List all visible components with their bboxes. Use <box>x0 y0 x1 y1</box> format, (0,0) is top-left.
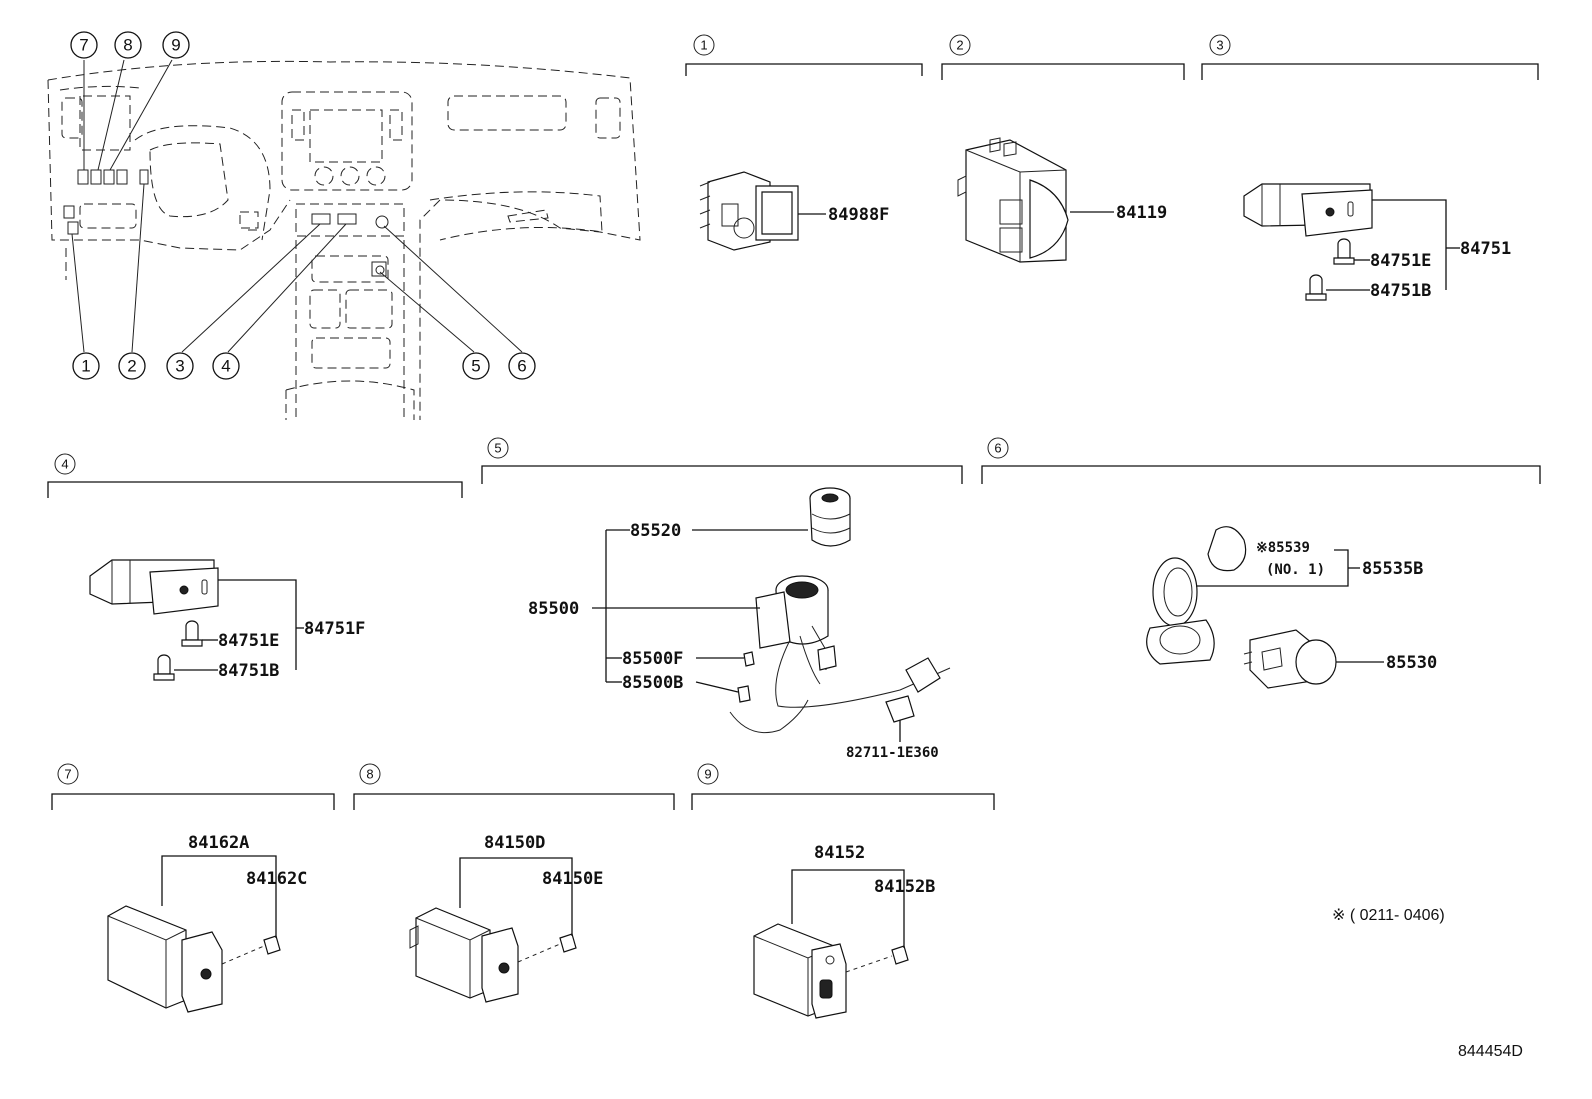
section-6: 6 ※85539 (NO. 1) 85535B 85530 <box>981 437 1541 689</box>
section-5-number: 5 <box>494 441 501 456</box>
svg-text:3: 3 <box>175 357 184 376</box>
part-84751f-label: 84751F <box>304 619 365 639</box>
section-3-bracket <box>1201 63 1539 80</box>
part-84152b-label: 84152B <box>874 877 935 897</box>
section-2-number: 2 <box>956 38 963 53</box>
dashboard-overview <box>47 59 641 420</box>
switch-84152-drawing <box>753 923 909 1019</box>
overview-callout-5: 5 <box>462 352 490 380</box>
part-85535b-label: 85535B <box>1362 559 1423 579</box>
part-84988f-label: 84988F <box>828 205 889 225</box>
section-7-bracket <box>51 793 335 810</box>
section-4-marker <box>54 453 76 475</box>
power-outlet-drawing <box>1146 526 1337 689</box>
svg-text:1: 1 <box>81 357 90 376</box>
svg-text:7: 7 <box>79 36 88 55</box>
overview-callout-9: 9 <box>162 31 190 59</box>
overview-callout-4: 4 <box>212 352 240 380</box>
section-3-number: 3 <box>1216 38 1223 53</box>
seat-heater-switch-4-drawing <box>89 559 219 681</box>
section-1-marker <box>693 34 715 56</box>
part-84150d-label: 84150D <box>484 833 545 853</box>
section-7-marker <box>57 763 79 785</box>
overview-callout-6: 6 <box>508 352 536 380</box>
seat-heater-switch-3-drawing <box>1243 183 1373 301</box>
part-85530-label: 85530 <box>1386 653 1437 673</box>
svg-text:4: 4 <box>221 357 230 376</box>
part-85539-label: ※85539 <box>1256 540 1310 556</box>
section-6-bracket <box>981 465 1541 484</box>
overview-callout-7: 7 <box>70 31 98 59</box>
section-8-bracket <box>353 793 675 810</box>
cigarette-lighter-drawing <box>729 487 951 734</box>
section-4-number: 4 <box>61 457 68 472</box>
overview-callout-3: 3 <box>166 352 194 380</box>
overview-callout-8: 8 <box>114 31 142 59</box>
section-7: 7 84162A 84162C <box>51 763 335 1013</box>
section-5: 5 85520 85500 85500F <box>481 437 963 761</box>
section-5-bracket <box>481 465 963 484</box>
section-9-marker <box>697 763 719 785</box>
section-6-number: 6 <box>994 441 1001 456</box>
svg-text:2: 2 <box>127 357 136 376</box>
overview-callout-1: 1 <box>72 352 100 380</box>
section-3-marker <box>1209 34 1231 56</box>
svg-text:9: 9 <box>171 36 180 55</box>
switch-84150d-drawing <box>409 907 577 1003</box>
section-2-bracket <box>941 63 1185 80</box>
section-8-marker <box>359 763 381 785</box>
section-1: 1 84988F <box>685 34 923 251</box>
section-3: 3 84751E 84751B 84751 <box>1201 34 1539 301</box>
section-5-marker <box>487 437 509 459</box>
section-4-bracket <box>47 481 463 498</box>
section-9-bracket <box>691 793 995 810</box>
section-1-bracket <box>685 63 923 76</box>
svg-text:5: 5 <box>471 357 480 376</box>
overview-callout-2: 2 <box>118 352 146 380</box>
section-2: 2 84119 <box>941 34 1185 263</box>
svg-text:6: 6 <box>517 357 526 376</box>
part-85500b-label: 85500B <box>622 673 683 693</box>
section-1-number: 1 <box>700 38 707 53</box>
section-8: 8 84150D 84150E <box>353 763 675 1003</box>
footnote-date-range: ※ ( 0211- 0406) <box>1332 907 1445 924</box>
part-84751-label: 84751 <box>1460 239 1511 259</box>
part-84162a-label: 84162A <box>188 833 249 853</box>
section-2-marker <box>949 34 971 56</box>
part-85520-label: 85520 <box>630 521 681 541</box>
part-84119-label: 84119 <box>1116 203 1167 223</box>
section-9: 9 84152 84152B <box>691 763 995 1019</box>
part-84751e-label: 84751E <box>1370 251 1431 271</box>
section-7-number: 7 <box>64 767 71 782</box>
part-84152-label: 84152 <box>814 843 865 863</box>
section-9-number: 9 <box>704 767 711 782</box>
switch-84119-drawing <box>957 137 1069 263</box>
section-6-marker <box>987 437 1009 459</box>
switch-84988f-drawing <box>699 171 799 251</box>
part-84162c-label: 84162C <box>246 869 307 889</box>
part-84150e-label: 84150E <box>542 869 603 889</box>
section-8-number: 8 <box>366 767 373 782</box>
part-84751b-label-4: 84751B <box>218 661 279 681</box>
part-85500f-label: 85500F <box>622 649 683 669</box>
section-4: 4 84751E 84751B 84751F <box>47 453 463 681</box>
part-84751e-label-4: 84751E <box>218 631 279 651</box>
diagram-id: 844454D <box>1458 1043 1523 1060</box>
switch-84162a-drawing <box>107 905 281 1013</box>
part-85539-sub-label: (NO. 1) <box>1266 562 1325 578</box>
part-82711-1e360-label: 82711-1E360 <box>846 745 939 761</box>
svg-text:8: 8 <box>123 36 132 55</box>
part-84751b-label: 84751B <box>1370 281 1431 301</box>
part-85500-label: 85500 <box>528 599 579 619</box>
